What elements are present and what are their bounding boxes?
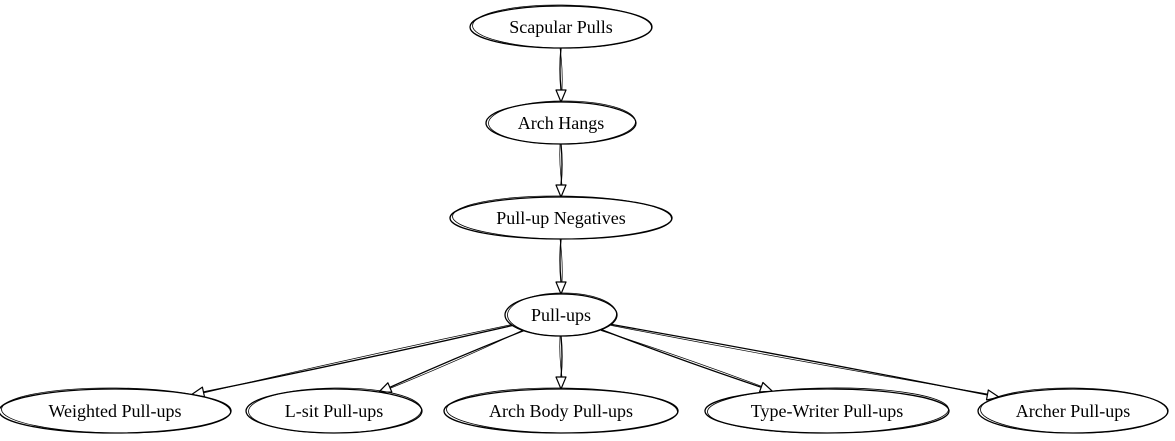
node-label: L-sit Pull-ups	[285, 401, 384, 421]
node-ellipse-sketch	[507, 292, 617, 337]
node-ellipse-sketch	[248, 387, 422, 434]
node-ellipse-sketch	[1, 387, 231, 434]
node-label: Weighted Pull-ups	[48, 401, 181, 421]
edge-line-sketch	[203, 324, 513, 394]
node-pull-ups: Pull-ups	[504, 292, 618, 337]
edge-pull-ups-to-l-sit-pull-ups	[378, 329, 525, 393]
edge-line-sketch	[390, 329, 524, 389]
node-label: Arch Body Pull-ups	[489, 401, 633, 421]
node-ellipse-sketch	[452, 195, 672, 240]
arrowhead-icon	[555, 376, 567, 390]
node-label: Pull-ups	[531, 305, 591, 325]
node-label: Arch Hangs	[518, 113, 604, 133]
edge-pull-ups-to-arch-body-pull-ups	[555, 335, 567, 390]
edge-line-sketch	[559, 143, 563, 186]
edge-scapular-pulls-to-arch-hangs	[555, 47, 567, 103]
edge-line-sketch	[559, 238, 563, 283]
edge-line-sketch	[600, 330, 762, 387]
node-ellipse-sketch	[446, 387, 678, 434]
node-scapular-pulls: Scapular Pulls	[469, 4, 653, 49]
node-archer-pull-ups: Archer Pull-ups	[977, 387, 1169, 434]
arrowhead-icon	[555, 281, 567, 295]
node-ellipse-sketch	[472, 4, 652, 49]
node-type-writer-pull-ups: Type-Writer Pull-ups	[704, 387, 950, 434]
node-arch-hangs: Arch Hangs	[485, 100, 637, 145]
node-arch-body-pull-ups: Arch Body Pull-ups	[443, 387, 679, 434]
node-pull-up-negatives: Pull-up Negatives	[449, 195, 673, 240]
node-weighted-pull-ups: Weighted Pull-ups	[0, 387, 232, 434]
arrowhead-icon	[555, 89, 567, 103]
node-label: Scapular Pulls	[509, 17, 613, 37]
arrowhead-icon	[555, 184, 567, 198]
node-l-sit-pull-ups: L-sit Pull-ups	[245, 387, 423, 434]
node-label: Archer Pull-ups	[1016, 401, 1130, 421]
edge-line-sketch	[559, 47, 563, 91]
edge-line-sketch	[559, 335, 563, 378]
edge-line-sketch	[610, 325, 988, 395]
arrowhead-icon	[758, 381, 774, 393]
edge-arch-hangs-to-pull-up-negatives	[555, 143, 567, 198]
edge-pull-ups-to-weighted-pull-ups	[191, 324, 513, 398]
node-label: Type-Writer Pull-ups	[751, 401, 903, 421]
node-label: Pull-up Negatives	[496, 208, 625, 228]
node-ellipse-sketch	[707, 387, 949, 434]
edges-layer	[191, 47, 1000, 401]
edge-pull-ups-to-type-writer-pull-ups	[600, 328, 774, 393]
node-ellipse-sketch	[980, 387, 1168, 434]
edge-pull-up-negatives-to-pull-ups	[555, 238, 567, 295]
node-ellipse-sketch	[488, 100, 636, 145]
